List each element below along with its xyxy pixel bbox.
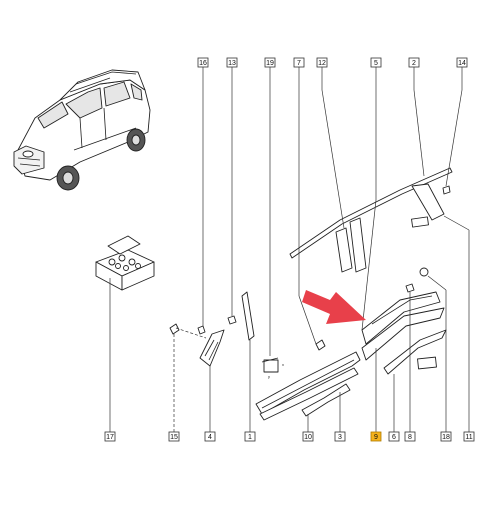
red-pointer-arrow	[302, 290, 366, 324]
svg-text:19: 19	[266, 60, 274, 67]
svg-text:y: y	[268, 374, 270, 379]
svg-text:12: 12	[318, 60, 326, 67]
small-strip-3	[301, 383, 351, 417]
callout-7: 7	[293, 57, 305, 68]
callout-12: 12	[316, 57, 328, 68]
car-illustration	[13, 69, 151, 191]
svg-text:1: 1	[248, 434, 252, 441]
callout-19: 19	[264, 57, 276, 68]
callouts-bottom: 17 15 4 1 10 3 9 6	[104, 431, 475, 442]
svg-text:10: 10	[304, 434, 312, 441]
svg-text:6: 6	[392, 434, 396, 441]
strip-19	[241, 291, 255, 341]
callout-5: 5	[370, 57, 382, 68]
fastener-18	[419, 267, 429, 277]
pillar-trim-12	[335, 217, 367, 273]
callout-11: 11	[463, 431, 475, 442]
callout-16: 16	[197, 57, 209, 68]
clip-16	[197, 325, 206, 335]
svg-text:11: 11	[465, 434, 472, 441]
svg-text:13: 13	[228, 60, 236, 67]
callouts-top: 16 13 19 7 12 5 2 14	[197, 57, 468, 68]
door-moulding-9	[361, 291, 445, 361]
svg-text:8: 8	[408, 434, 412, 441]
svg-text:16: 16	[199, 60, 207, 67]
svg-text:x: x	[282, 362, 284, 367]
fastener-kit-box	[95, 235, 155, 291]
svg-text:9: 9	[374, 434, 378, 441]
svg-text:15: 15	[170, 434, 178, 441]
tape-kit: x y	[261, 357, 284, 379]
callout-18: 18	[440, 431, 452, 442]
corner-piece-11	[411, 183, 445, 228]
svg-text:3: 3	[338, 434, 342, 441]
callout-2: 2	[408, 57, 420, 68]
clip-7	[315, 339, 326, 351]
clip-14	[442, 185, 451, 195]
svg-text:4: 4	[208, 434, 212, 441]
callout-6: 6	[388, 431, 400, 442]
callout-3: 3	[334, 431, 346, 442]
callout-8: 8	[404, 431, 416, 442]
screw-13	[227, 315, 237, 325]
svg-text:7: 7	[297, 60, 301, 67]
svg-text:17: 17	[106, 434, 114, 441]
callout-4: 4	[204, 431, 216, 442]
svg-text:5: 5	[374, 60, 378, 67]
callout-17: 17	[104, 431, 116, 442]
callout-13: 13	[226, 57, 238, 68]
callout-1: 1	[244, 431, 256, 442]
svg-text:18: 18	[442, 434, 450, 441]
clip-8	[405, 283, 415, 293]
callout-9-highlighted: 9	[370, 431, 382, 442]
svg-text:14: 14	[458, 60, 466, 67]
bracket-4	[199, 329, 225, 367]
clip-15	[169, 323, 180, 335]
svg-text:2: 2	[412, 60, 416, 67]
callout-15: 15	[168, 431, 180, 442]
roof-moulding-2	[289, 167, 453, 259]
callout-10: 10	[302, 431, 314, 442]
callout-14: 14	[456, 57, 468, 68]
leader-lines	[109, 66, 470, 432]
lower-strip-6	[383, 329, 447, 375]
sill-moulding-1	[255, 351, 361, 421]
